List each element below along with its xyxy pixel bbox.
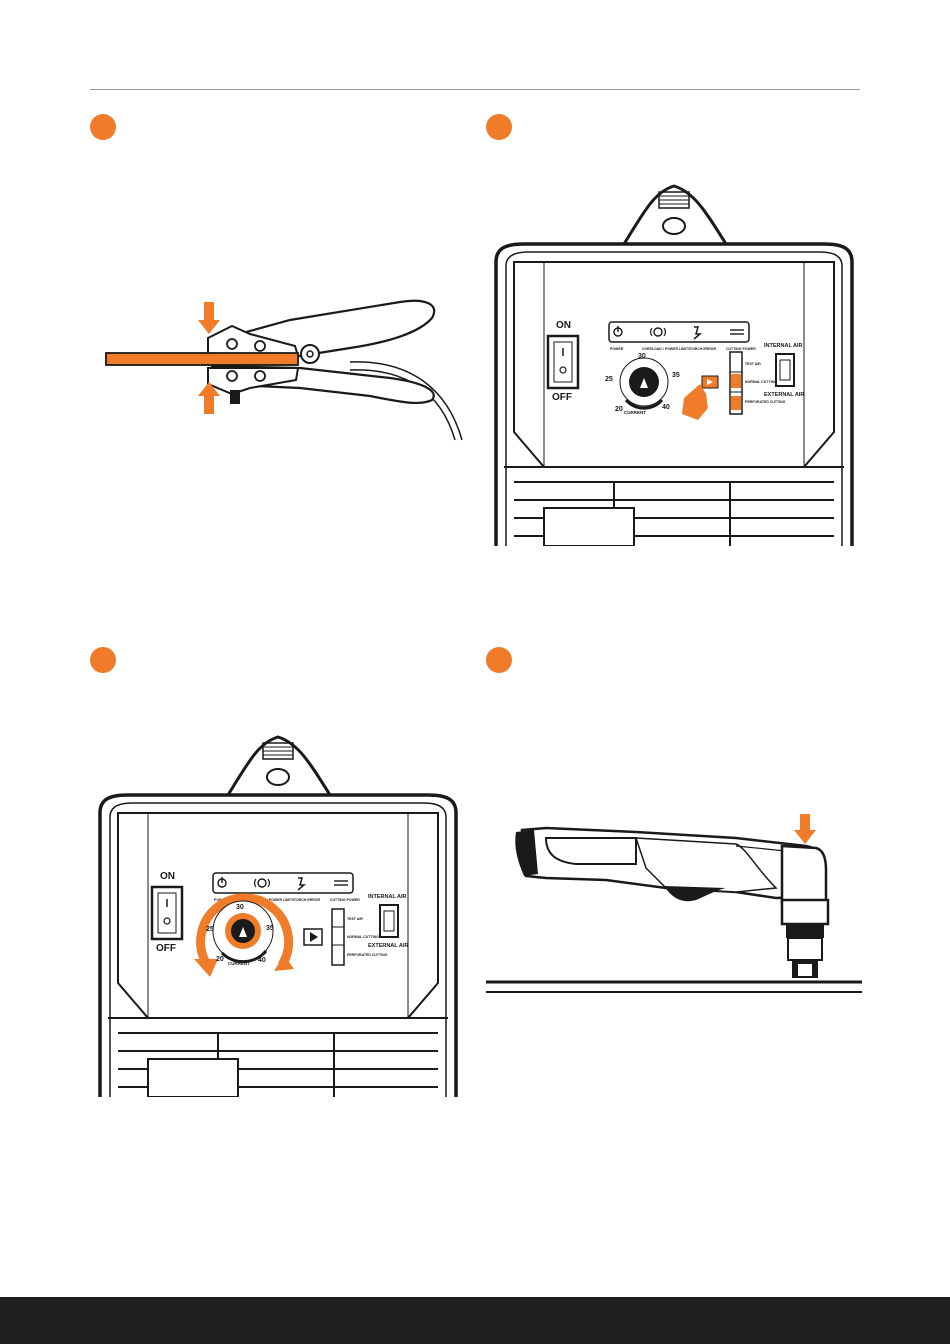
- current-dial[interactable]: [212, 900, 274, 964]
- dial-scale-25: 25: [605, 376, 613, 383]
- dial-scale-35: 35: [266, 925, 274, 932]
- mode-perforated-cutting-label: PERFORATED CUTTING: [347, 953, 388, 957]
- control-panel-mode-button-illustration: ON OFF POWER OVERLOAD / POWER LIMITS TOR…: [494, 182, 854, 546]
- torch-error-indicator-icon: [297, 877, 307, 891]
- power-on-label: ON: [556, 320, 571, 331]
- power-switch[interactable]: [150, 885, 184, 941]
- dial-scale-30: 30: [236, 904, 244, 911]
- indicator-cutting-power-label: CUTTING POWER: [330, 898, 360, 902]
- dial-scale-40: 40: [662, 404, 670, 411]
- press-pointer-icon: [682, 384, 708, 420]
- power-indicator-icon: [613, 326, 623, 337]
- power-indicator-icon: [217, 877, 227, 888]
- step-3-marker: [90, 647, 116, 673]
- rotate-arrows-icon: [196, 893, 294, 968]
- indicator-power-label: POWER: [610, 347, 624, 351]
- air-selector-switch[interactable]: [379, 904, 399, 938]
- current-label: CURRENT: [624, 410, 646, 415]
- plasma-torch-illustration: [486, 808, 862, 1004]
- overload-indicator-icon: [253, 878, 271, 888]
- torch-error-indicator-icon: [693, 326, 703, 340]
- indicator-cutting-power-label: CUTTING POWER: [726, 347, 756, 351]
- mode-test-air-label: TEST AIR: [347, 917, 363, 921]
- internal-air-label: INTERNAL AIR: [368, 894, 407, 900]
- mode-normal-cutting-label: NORMAL CUTTING: [347, 935, 379, 939]
- dial-scale-20: 20: [216, 956, 224, 963]
- power-off-label: OFF: [552, 392, 572, 403]
- indicator-overload-label: OVERLOAD / POWER LIMITS: [246, 898, 295, 902]
- mode-normal-cutting-label: NORMAL CUTTING: [745, 380, 777, 384]
- external-air-label: EXTERNAL AIR: [764, 392, 804, 398]
- indicator-strip: [608, 321, 750, 343]
- dial-scale-30: 30: [638, 353, 646, 360]
- cutting-power-indicator-icon: [334, 880, 348, 886]
- indicator-torch-error-label: TORCH ERROR: [690, 347, 716, 351]
- header-rule: [90, 89, 860, 90]
- dial-scale-35: 35: [672, 372, 680, 379]
- step-2-marker: [486, 114, 512, 140]
- dial-scale-40: 40: [258, 957, 266, 964]
- dial-scale-25: 25: [206, 926, 214, 933]
- current-label: CURRENT: [228, 961, 250, 966]
- mode-perforated-cutting-label: PERFORATED CUTTING: [745, 400, 786, 404]
- mode-test-air-label: TEST AIR: [745, 362, 761, 366]
- current-dial[interactable]: [619, 357, 669, 410]
- air-selector-switch[interactable]: [775, 353, 795, 387]
- play-icon: [707, 379, 713, 385]
- power-off-label: OFF: [156, 943, 176, 954]
- power-switch[interactable]: [546, 334, 580, 390]
- external-air-label: EXTERNAL AIR: [368, 943, 408, 949]
- indicator-strip: [212, 872, 354, 894]
- indicator-overload-label: OVERLOAD / POWER LIMITS: [642, 347, 691, 351]
- footer-bar: [0, 1297, 950, 1344]
- play-icon: [310, 932, 318, 942]
- step-4-marker: [486, 647, 512, 673]
- overload-indicator-icon: [649, 327, 667, 337]
- ground-clamp-illustration: [100, 290, 470, 450]
- step-1-marker: [90, 114, 116, 140]
- dial-scale-20: 20: [615, 406, 623, 413]
- power-on-label: ON: [160, 871, 175, 882]
- cutting-power-indicator-icon: [730, 329, 744, 335]
- internal-air-label: INTERNAL AIR: [764, 343, 803, 349]
- control-panel-current-dial-illustration: ON OFF POWER OVERLOAD / POWER LIMITS TOR…: [98, 733, 458, 1097]
- press-down-arrow-icon: [794, 814, 816, 844]
- indicator-torch-error-label: TORCH ERROR: [294, 898, 320, 902]
